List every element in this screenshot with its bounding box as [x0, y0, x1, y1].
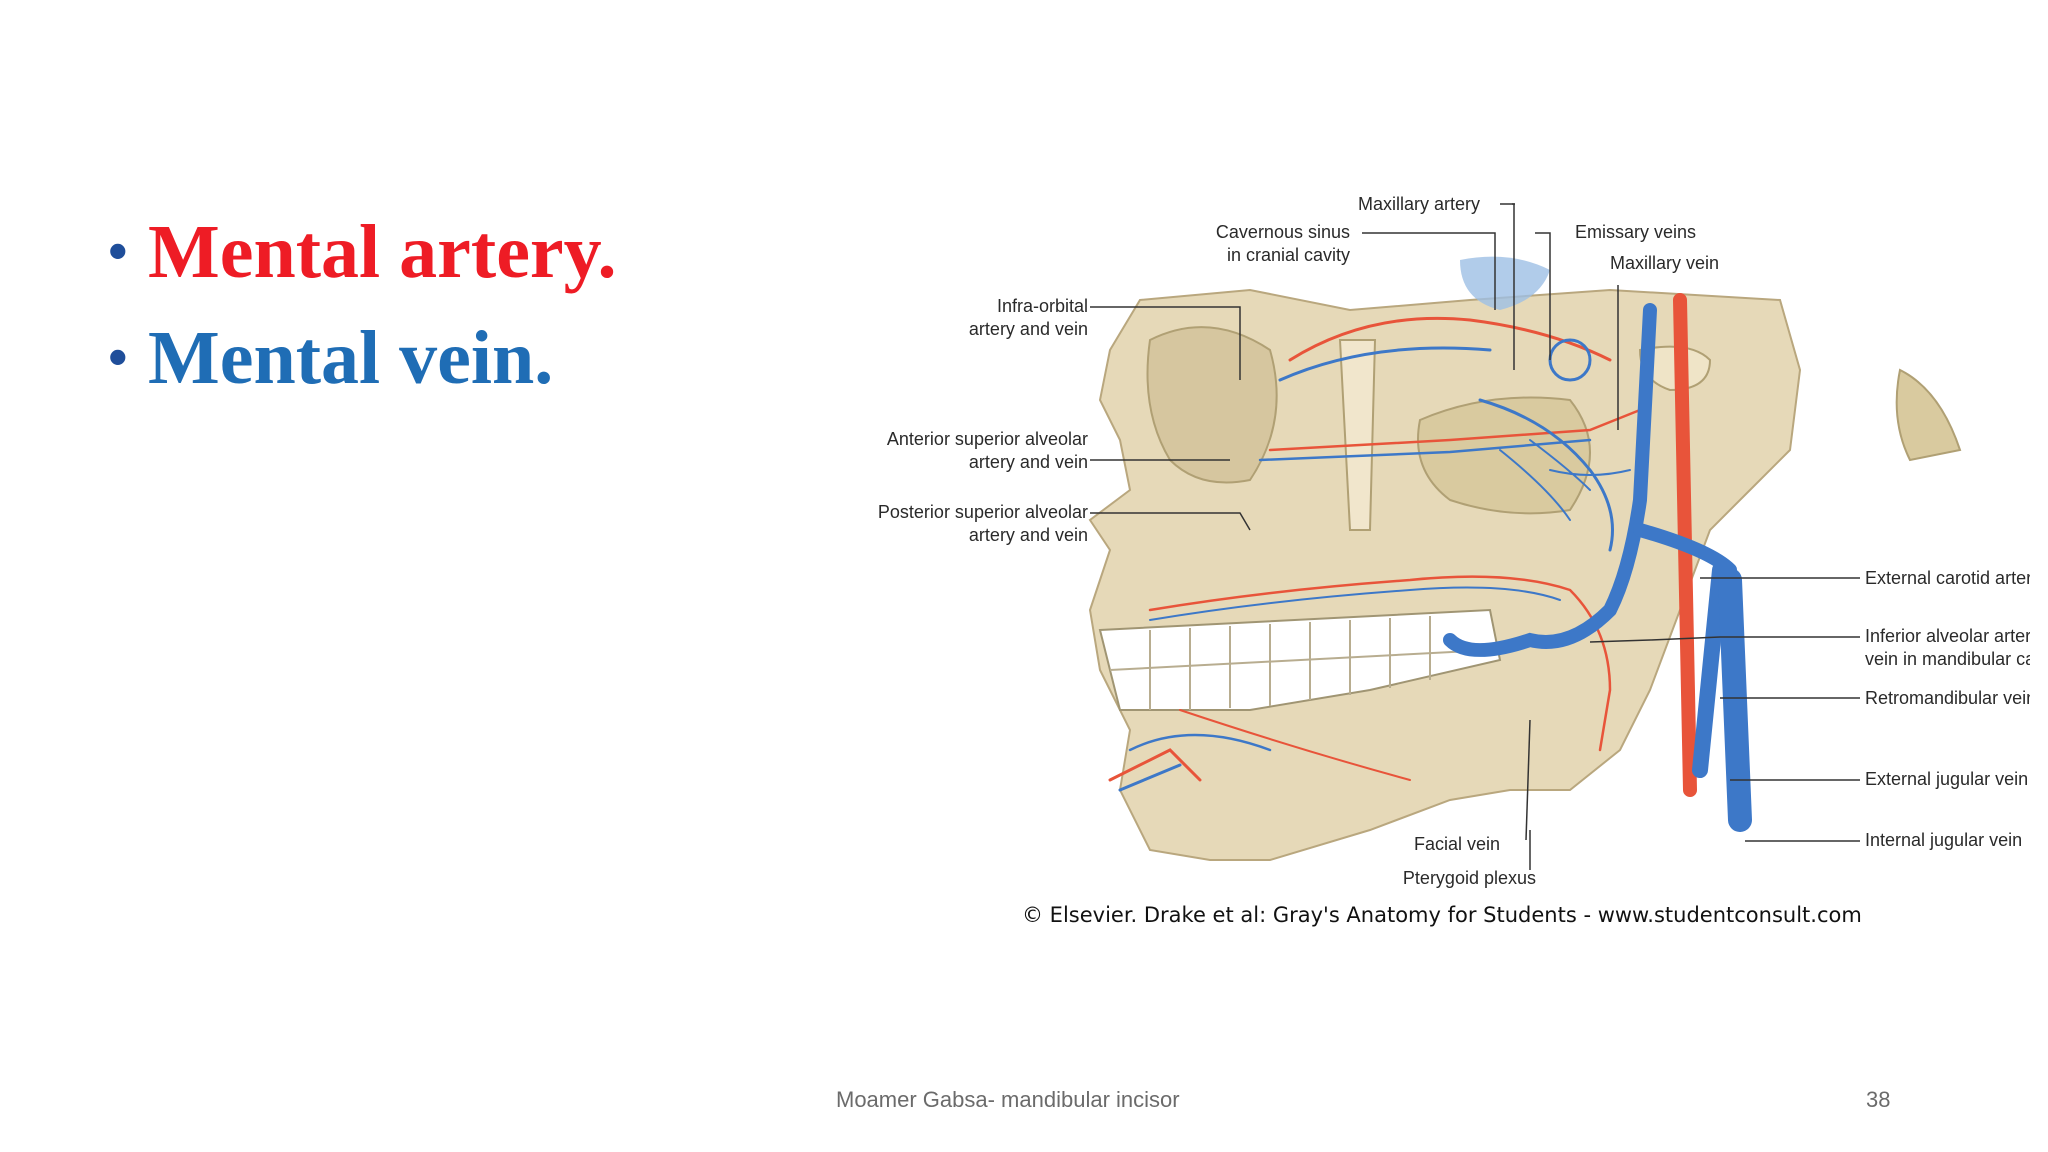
- label-facial-vein: Facial vein: [1414, 834, 1500, 854]
- bullet-list: • Mental artery. • Mental vein.: [108, 210, 616, 422]
- label-pterygoid-plexus: Pterygoid plexus: [1403, 868, 1536, 888]
- label-ant-sup-alveolar: Anterior superior alveolar: [887, 429, 1088, 449]
- bullet-dot-icon: •: [108, 221, 128, 283]
- label-post-sup-alveolar-2: artery and vein: [969, 525, 1088, 545]
- leader-lines: [1090, 203, 1860, 870]
- figure-labels: Maxillary artery Cavernous sinus in cran…: [878, 194, 2030, 927]
- slide-footer: Moamer Gabsa- mandibular incisor: [836, 1087, 1180, 1112]
- label-maxillary-artery: Maxillary artery: [1358, 194, 1480, 214]
- label-external-carotid: External carotid artery: [1865, 568, 2030, 588]
- bullet-mental-artery: • Mental artery.: [108, 210, 616, 294]
- label-internal-jugular: Internal jugular vein: [1865, 830, 2022, 850]
- bullet-mental-vein: • Mental vein.: [108, 316, 616, 400]
- label-ant-sup-alveolar-2: artery and vein: [969, 452, 1088, 472]
- figure-credit: © Elsevier. Drake et al: Gray's Anatomy …: [1022, 903, 1862, 927]
- label-emissary-veins: Emissary veins: [1575, 222, 1696, 242]
- skull-vessel-illustration: Maxillary artery Cavernous sinus in cran…: [878, 194, 2030, 927]
- label-retromandibular: Retromandibular vein: [1865, 688, 2030, 708]
- label-infraorbital: Infra-orbital: [997, 296, 1088, 316]
- label-maxillary-vein: Maxillary vein: [1610, 253, 1719, 273]
- label-cavernous-sinus: Cavernous sinus: [1216, 222, 1350, 242]
- label-inferior-alveolar: Inferior alveolar artery and: [1865, 626, 2030, 646]
- label-infraorbital-2: artery and vein: [969, 319, 1088, 339]
- skull-drawing: [1088, 256, 1962, 861]
- bullet-dot-icon: •: [108, 327, 128, 389]
- label-inferior-alveolar-2: vein in mandibular canal: [1865, 649, 2030, 669]
- label-post-sup-alveolar: Posterior superior alveolar: [878, 502, 1088, 522]
- label-cavernous-sinus-2: in cranial cavity: [1227, 245, 1350, 265]
- bullet-text: Mental artery.: [148, 210, 617, 294]
- bullet-text: Mental vein.: [148, 316, 554, 400]
- anatomy-figure: Maxillary artery Cavernous sinus in cran…: [850, 190, 2030, 940]
- page-number: 38: [1866, 1087, 1891, 1112]
- label-external-jugular: External jugular vein: [1865, 769, 2028, 789]
